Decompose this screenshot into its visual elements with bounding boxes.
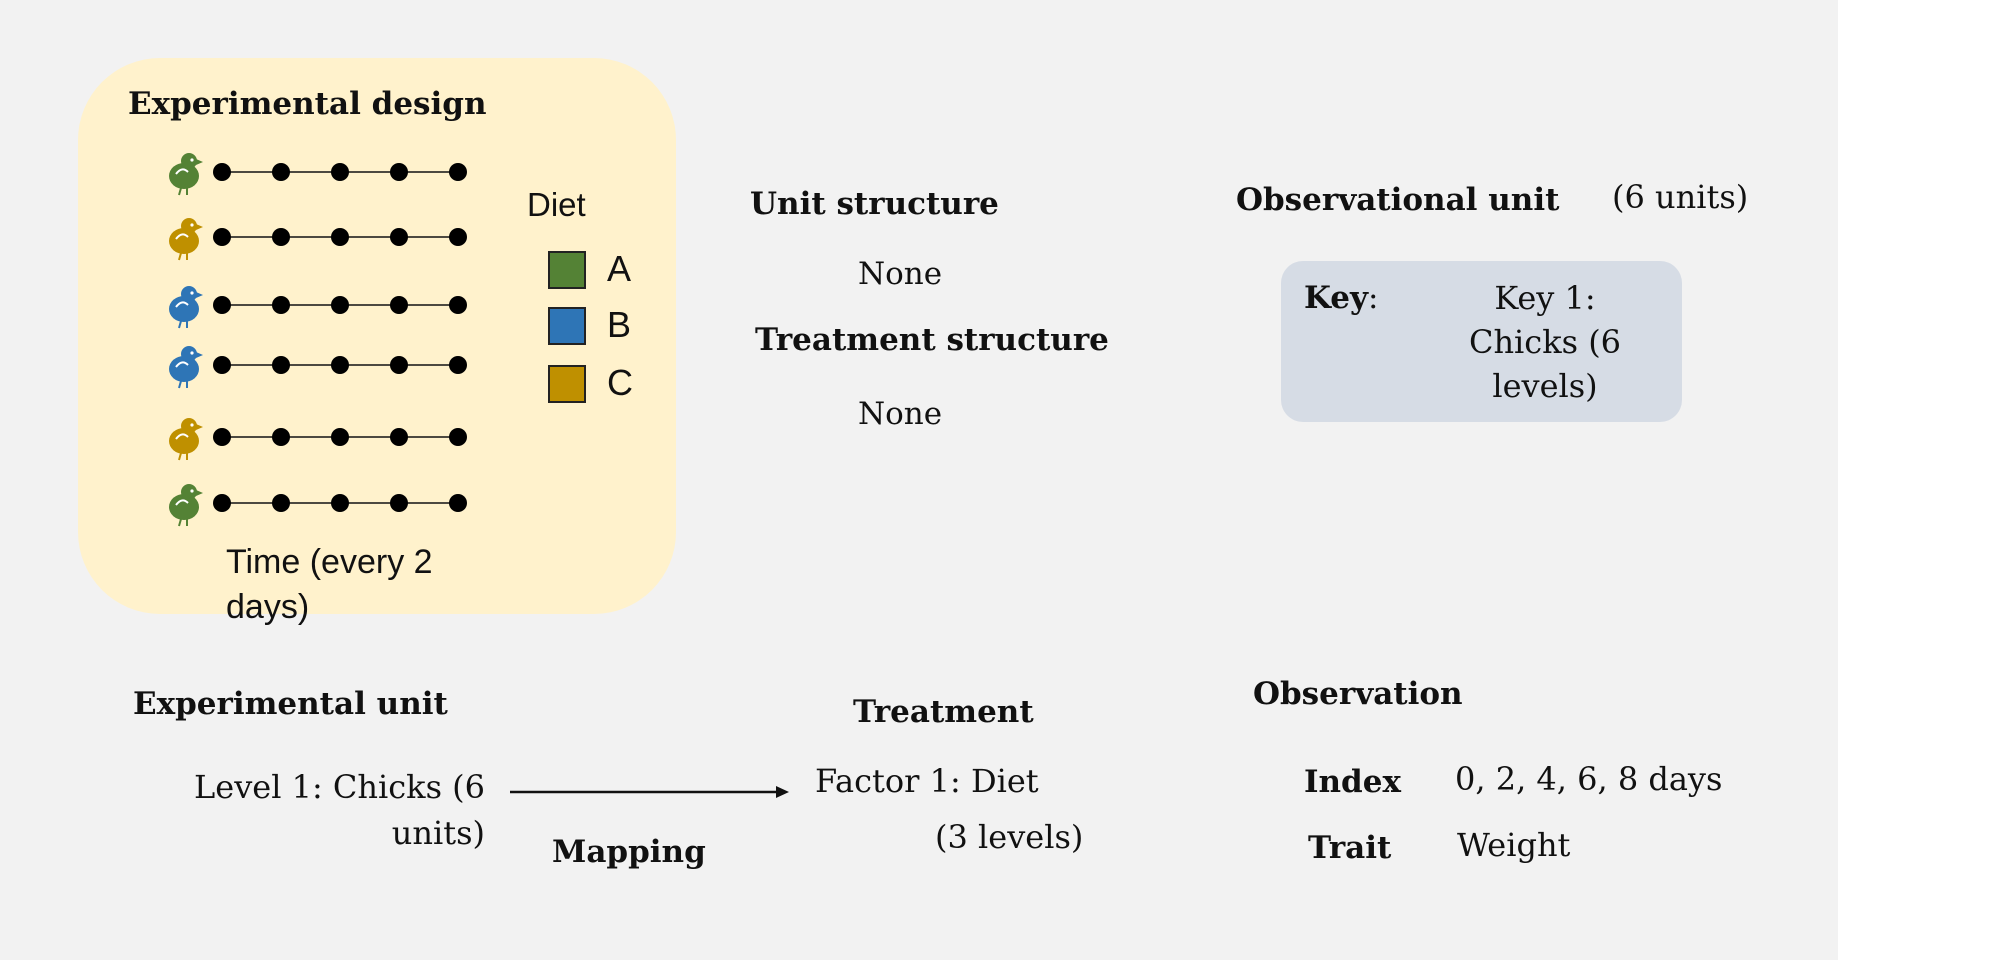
timepoint-dot (272, 296, 290, 314)
legend-swatch-b (548, 307, 586, 345)
trait-value: Weight (1457, 826, 1571, 864)
mapping-label: Mapping (552, 834, 706, 870)
treatment-levels: (3 levels) (935, 818, 1084, 856)
timepoint-dot (272, 163, 290, 181)
timepoint-dot (272, 228, 290, 246)
treatment-structure-value: None (858, 396, 943, 432)
timepoint-dot (449, 228, 467, 246)
timepoint-dot (331, 428, 349, 446)
trait-label: Trait (1308, 830, 1392, 866)
unit-structure-title: Unit structure (750, 186, 999, 222)
timepoint-dot (449, 494, 467, 512)
timepoint-dot (213, 296, 231, 314)
timepoint-dot (390, 428, 408, 446)
key-label: Key: (1304, 280, 1378, 316)
timepoint-dot (449, 296, 467, 314)
legend-label-b: B (607, 304, 632, 345)
timepoint-dot (390, 163, 408, 181)
timepoint-dot (390, 228, 408, 246)
timepoint-dot (449, 163, 467, 181)
timepoint-dot (272, 356, 290, 374)
chick-icon (169, 346, 203, 389)
timepoint-dot (213, 163, 231, 181)
timepoint-dot (331, 163, 349, 181)
index-value: 0, 2, 4, 6, 8 days (1455, 760, 1723, 798)
timepoint-dot (213, 494, 231, 512)
timepoint-dot (213, 228, 231, 246)
chick-icon (169, 286, 203, 329)
index-label: Index (1304, 764, 1401, 800)
diet-legend-title: Diet (527, 186, 586, 223)
treatment-title: Treatment (853, 694, 1034, 730)
key-text: Key 1: Chicks (6 levels) (1468, 279, 1622, 405)
timepoint-dot (390, 296, 408, 314)
chick-icon (169, 484, 203, 527)
timepoint-dot (449, 428, 467, 446)
experimental-unit-text: Level 1: Chicks (6 units) (194, 768, 485, 852)
legend-label-a: A (607, 248, 632, 289)
key-label-text: Key (1304, 280, 1368, 316)
observation-title: Observation (1253, 676, 1463, 712)
mapping-arrow (510, 786, 789, 798)
experimental-unit-title: Experimental unit (133, 686, 448, 722)
observational-unit-title: Observational unit (1236, 182, 1560, 218)
timepoint-dot (331, 296, 349, 314)
chick-icon (169, 418, 203, 461)
treatment-factor: Factor 1: Diet (815, 762, 1039, 800)
legend-swatch-c (548, 365, 586, 403)
key-box (1281, 261, 1682, 422)
slide: Experimental design Diet A B C Time (eve… (0, 0, 1838, 960)
chick-icon (169, 153, 203, 196)
timepoint-dot (213, 356, 231, 374)
chick-icon (169, 218, 203, 261)
legend-swatch-a (548, 251, 586, 289)
timepoint-dot (272, 428, 290, 446)
timepoint-dot (213, 428, 231, 446)
unit-structure-value: None (858, 256, 943, 292)
time-axis-label: Time (every 2 days) (226, 543, 433, 626)
observational-unit-count: (6 units) (1612, 178, 1749, 216)
timepoint-dot (449, 356, 467, 374)
timepoint-dot (390, 356, 408, 374)
design-timeline-graphic (169, 153, 467, 527)
treatment-structure-title: Treatment structure (755, 322, 1109, 358)
timepoint-dot (272, 494, 290, 512)
timepoint-dot (331, 228, 349, 246)
legend-label-c: C (607, 362, 633, 403)
timepoint-dot (390, 494, 408, 512)
key-label-colon: : (1368, 280, 1379, 316)
timepoint-dot (331, 356, 349, 374)
experimental-design-title: Experimental design (128, 86, 487, 122)
timepoint-dot (331, 494, 349, 512)
